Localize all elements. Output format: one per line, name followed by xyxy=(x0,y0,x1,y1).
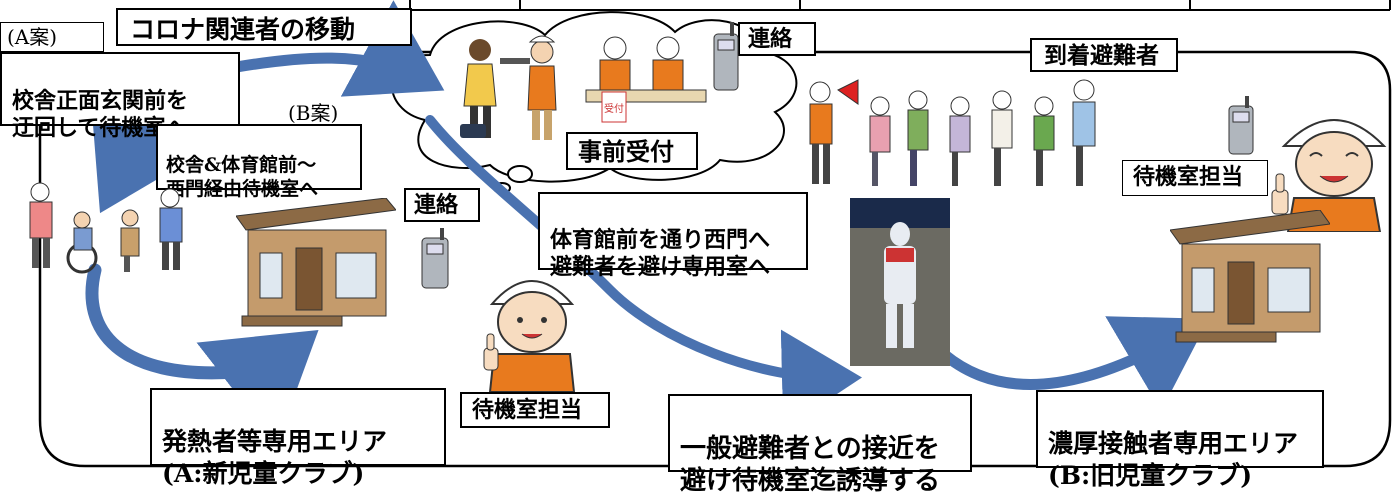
walkie-talkie-icon xyxy=(713,22,739,91)
plan-a-label: (A案) xyxy=(7,25,58,49)
table-remnant xyxy=(409,0,1391,11)
plan-b-route: 校舎&体育館前～ 西門経由待機室へ xyxy=(166,153,319,200)
thumbs-up-icon xyxy=(1271,173,1289,215)
fever-area-text: 発熱者等専用エリア (A:新児童クラブ) xyxy=(162,427,388,488)
reception-desk: 受付 xyxy=(585,36,707,123)
gym-route-text: 体育館前を通り西門へ 避難者を避け専用室へ xyxy=(550,226,771,281)
arrow-reception-to-close-contact xyxy=(425,115,862,430)
contact-box-left: 連絡 xyxy=(404,188,480,222)
protective-suit-photo xyxy=(850,198,950,366)
close-contact-area-box: 濃厚接触者専用エリア (B:旧児童クラブ) xyxy=(1036,390,1324,490)
reception-label: 事前受付 xyxy=(578,137,674,166)
visitor-figure xyxy=(460,39,497,138)
area-frame xyxy=(38,50,1392,468)
route-arrows xyxy=(85,0,1209,446)
cabin-close-contact-area xyxy=(1170,210,1330,343)
waiting-staff-box-right: 待機室担当 xyxy=(1122,160,1268,196)
arriving-evacuees-queue xyxy=(809,79,1096,186)
plan-a-route-box: 校舎正面玄関前を 迂回して待機室へ xyxy=(0,52,240,141)
waiting-staff-box-center: 待機室担当 xyxy=(460,392,610,428)
megaphone-icon xyxy=(837,79,859,105)
title-box: コロナ関連者の移動 xyxy=(116,8,412,46)
evacuee-group-left xyxy=(29,182,183,274)
guide-note-text: 一般避難者との接近を 避け待機室迄誘導する xyxy=(680,433,941,497)
reception-sign: 受付 xyxy=(604,102,624,115)
waiting-staff-label-right: 待機室担当 xyxy=(1133,164,1244,190)
waiting-staff-right-figure xyxy=(1271,119,1387,232)
plan-b-label: (B案) xyxy=(288,101,339,125)
helper-figures xyxy=(29,182,183,274)
evacuee-figures xyxy=(869,79,1096,186)
arriving-evacuees-box: 到着避難者 xyxy=(1030,38,1178,72)
walkie-talkie-icon xyxy=(421,228,449,289)
page-title: コロナ関連者の移動 xyxy=(130,15,356,44)
arriving-evacuees-label: 到着避難者 xyxy=(1044,42,1159,69)
staff-megaphone-figure xyxy=(809,81,833,184)
arrow-group-to-fever-area xyxy=(85,263,319,446)
reception-illustration: 受付 xyxy=(460,35,707,140)
arrow-guide-to-close-cabin xyxy=(939,316,1209,411)
bubble-tail-1 xyxy=(507,165,533,183)
contact-label-left: 連絡 xyxy=(414,192,459,218)
fever-area-box: 発熱者等専用エリア (A:新児童クラブ) xyxy=(150,388,446,488)
thumbs-up-icon xyxy=(483,333,499,371)
cabin-fever-area xyxy=(236,198,396,327)
waiting-staff-label-center: 待機室担当 xyxy=(472,397,583,423)
gym-route-box: 体育館前を通り西門へ 避難者を避け専用室へ xyxy=(538,192,808,280)
waiting-staff-center-figure xyxy=(483,280,576,392)
arrow-planA-to-bubble xyxy=(214,0,445,97)
guide-note-box: 一般避難者との接近を 避け待機室迄誘導する xyxy=(668,394,972,496)
plan-b-route-box: 校舎&体育館前～ 西門経由待機室へ xyxy=(156,124,362,200)
contact-label-top: 連絡 xyxy=(748,26,793,52)
plan-a-label-box: (A案) xyxy=(0,22,104,52)
reception-box: 事前受付 xyxy=(566,132,698,170)
staff-thermometer-figure xyxy=(500,35,557,140)
contact-box-top: 連絡 xyxy=(738,22,816,56)
thermometer-icon xyxy=(500,58,530,64)
close-contact-area-text: 濃厚接触者専用エリア (B:旧児童クラブ) xyxy=(1048,429,1299,490)
walkie-talkie-icon xyxy=(1228,96,1254,155)
